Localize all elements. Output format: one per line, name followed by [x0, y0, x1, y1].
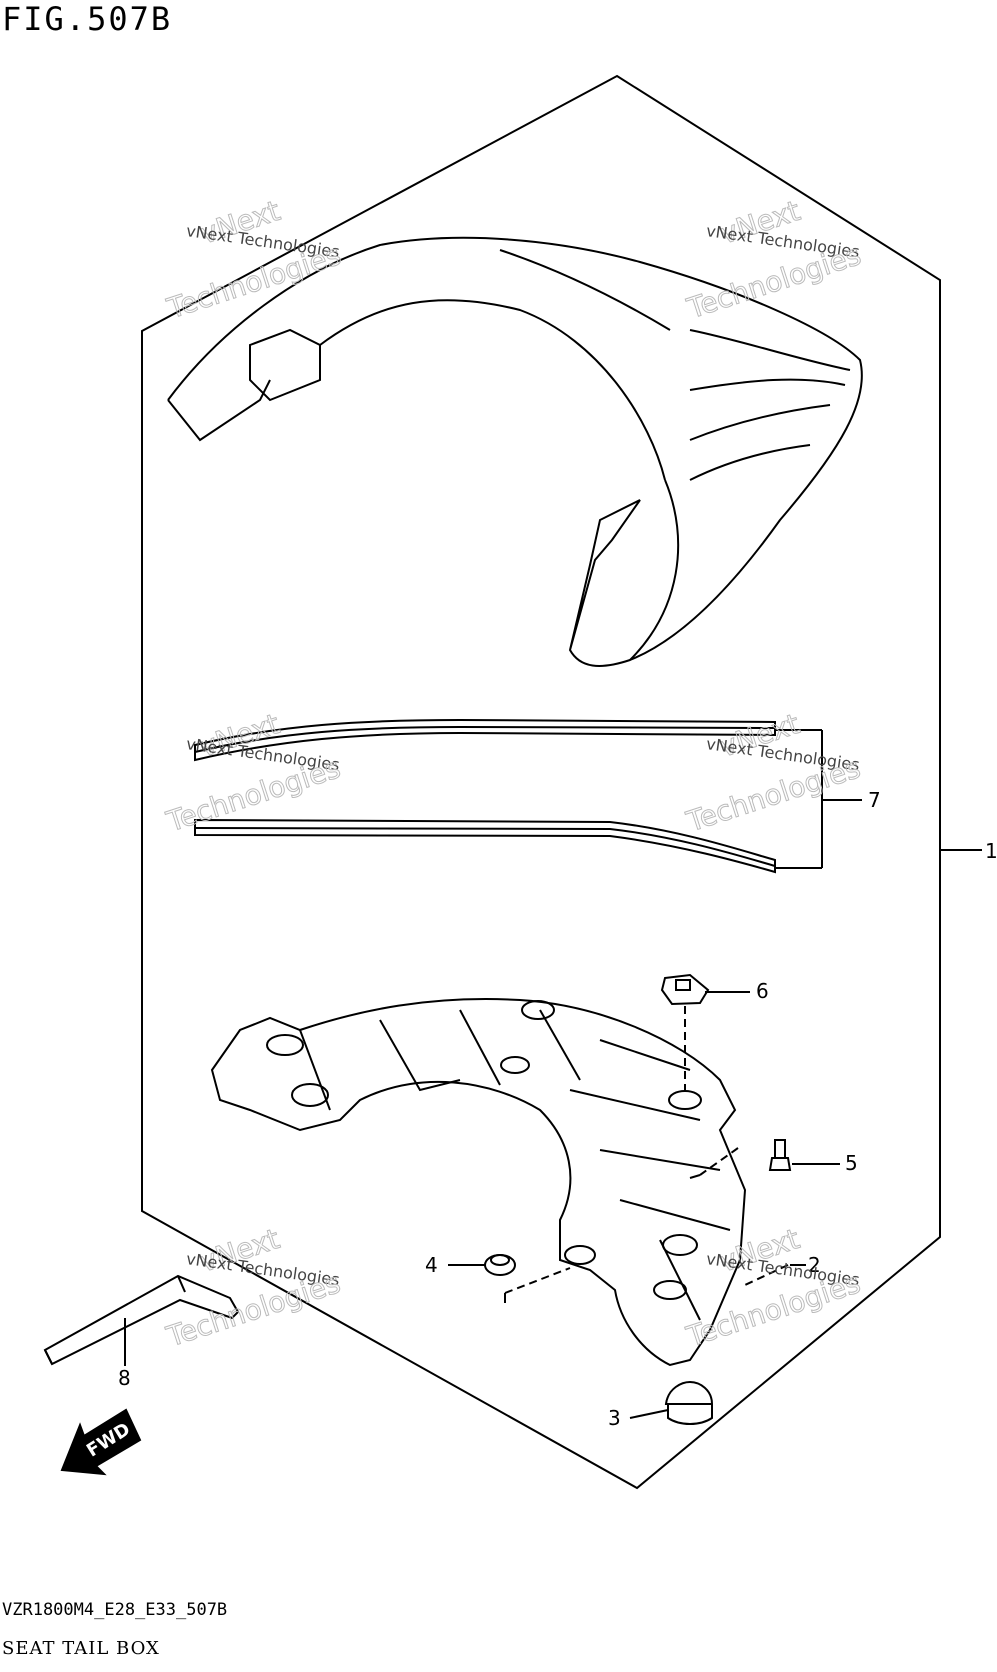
hex-key-8 [43, 1274, 240, 1366]
trim-strip-lower [194, 818, 776, 874]
footer-code: VZR1800M4_E28_E33_507B [2, 1600, 228, 1620]
callout-2: 2 [808, 1253, 821, 1277]
svg-text:Technologies: Technologies [682, 751, 864, 838]
watermark-bottom-right: vNext vNext Technologies Technologies [682, 1222, 865, 1354]
seat-tail-cover [167, 236, 863, 667]
footer-name: SEAT TAIL BOX [2, 1638, 160, 1659]
trim-strip-upper [194, 718, 776, 762]
fwd-arrow: FWD [60, 1408, 142, 1476]
callout-5: 5 [845, 1151, 858, 1175]
cap-3 [664, 1380, 714, 1425]
svg-text:Technologies: Technologies [683, 238, 865, 325]
screw-5 [689, 1139, 792, 1179]
watermark-bottom-left: vNext vNext Technologies Technologies [162, 1222, 345, 1354]
callout-8: 8 [118, 1366, 131, 1390]
svg-text:Technologies: Technologies [162, 751, 344, 838]
callout-3: 3 [608, 1406, 621, 1430]
seat-bracket-frame [210, 998, 747, 1367]
watermark-top-right: vNext vNext Technologies Technologies [682, 194, 865, 326]
watermark-top-left: vNext vNext Technologies Technologies [162, 194, 345, 326]
figure-title: FIG.507B [2, 0, 173, 38]
part-2-dash [744, 1264, 789, 1286]
callout-1: 1 [985, 839, 997, 863]
callout-4: 4 [425, 1253, 438, 1277]
grommet-4 [484, 1254, 571, 1303]
svg-text:Technologies: Technologies [682, 1266, 864, 1353]
leader-3 [629, 1409, 669, 1419]
callout-6: 6 [756, 979, 769, 1003]
watermark-mid-left: vNext vNext Technologies Technologies [162, 707, 345, 839]
callout-7: 7 [868, 788, 881, 812]
clip-nut-6 [660, 973, 710, 1092]
assembly-boundary [141, 74, 941, 1490]
